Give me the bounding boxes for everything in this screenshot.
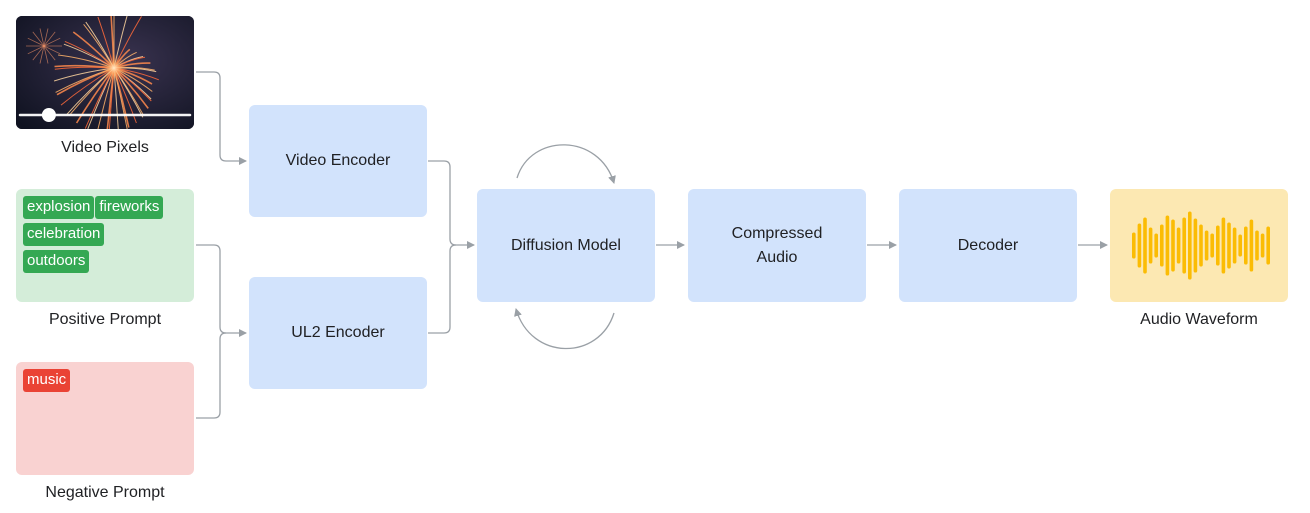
- waveform-bar: [1232, 227, 1237, 264]
- decoder-label: Decoder: [957, 236, 1019, 254]
- firework-streak: [39, 45, 45, 64]
- audio-waveform-label: Audio Waveform: [1140, 311, 1258, 328]
- ul2-encoder-label: UL2 Encoder: [291, 324, 385, 341]
- firework-streak: [43, 31, 56, 47]
- connector-ul2-to-diffusion: [428, 244, 457, 334]
- firework-streak: [43, 45, 61, 55]
- waveform-bar: [1216, 225, 1220, 266]
- decoder-block: Decoder: [899, 189, 1077, 302]
- positive-tag: outdoors: [23, 250, 90, 273]
- waveform-bar: [1260, 233, 1265, 258]
- firework-streak: [43, 45, 56, 61]
- firework-streak: [27, 37, 45, 47]
- video-thumbnail: [16, 16, 194, 129]
- waveform-bar: [1244, 226, 1248, 265]
- waveform-bar: [1148, 227, 1153, 264]
- waveform-bar: [1137, 223, 1142, 268]
- negative-prompt-label: Negative Prompt: [45, 484, 165, 501]
- waveform-bar: [1199, 224, 1203, 267]
- waveform-bar: [1176, 227, 1181, 264]
- waveform-bar: [1188, 211, 1192, 280]
- waveform-bar: [1160, 224, 1164, 267]
- firework-streak: [39, 28, 45, 47]
- waveform-bar: [1193, 218, 1198, 273]
- waveform-bar: [1255, 230, 1259, 261]
- waveform-bar: [1171, 219, 1175, 272]
- firework-streak: [43, 45, 49, 64]
- positive-prompt-label: Positive Prompt: [48, 311, 162, 328]
- diffusion-model-label: Diffusion Model: [511, 236, 621, 254]
- compressed-audio-label: Compressed Audio: [731, 224, 823, 266]
- firework-streak: [27, 45, 45, 55]
- firework-streak: [43, 28, 49, 47]
- waveform-bar: [1210, 233, 1214, 258]
- negative-tag: music: [23, 369, 71, 392]
- waveform-icon: [1132, 211, 1270, 280]
- negative-prompt-box: music: [16, 362, 194, 475]
- compressed-audio-block: Compressed Audio: [688, 189, 866, 302]
- waveform-bar: [1227, 222, 1231, 269]
- positive-tag: fireworks: [95, 196, 164, 219]
- video-encoder-block: Video Encoder: [249, 105, 427, 217]
- waveform-bar: [1165, 215, 1170, 276]
- connector-negative-to-ul2: [196, 332, 227, 419]
- connector-video-to-encoder: [196, 71, 247, 165]
- waveform-bar: [1182, 217, 1186, 274]
- loop-arrow-top: [516, 144, 616, 184]
- waveform-bar: [1143, 217, 1147, 274]
- audio-waveform-box: [1110, 189, 1288, 302]
- firework-streak: [43, 37, 61, 47]
- connector-video-encoder-to-diffusion: [428, 160, 475, 249]
- waveform-bar: [1238, 234, 1242, 257]
- video-scrub-knob: [41, 108, 56, 122]
- waveform-bar: [1132, 232, 1136, 259]
- positive-tag: explosion: [23, 196, 95, 219]
- positive-tag: celebration: [23, 223, 105, 246]
- waveform-bar: [1221, 217, 1226, 274]
- video-encoder-label: Video Encoder: [285, 152, 391, 169]
- waveform-bar: [1154, 233, 1158, 258]
- video-pixels-label: Video Pixels: [61, 139, 149, 156]
- waveform-bar: [1204, 230, 1209, 261]
- fireworks-image: [16, 16, 194, 129]
- ul2-encoder-block: UL2 Encoder: [249, 277, 427, 389]
- diffusion-model-block: Diffusion Model: [477, 189, 655, 302]
- firework-streak: [32, 45, 45, 61]
- loop-arrow-bottom: [514, 308, 615, 350]
- firework-streak: [32, 31, 45, 47]
- waveform-bar: [1249, 219, 1254, 272]
- waveform-bar: [1266, 226, 1270, 265]
- connector-positive-to-ul2: [196, 244, 247, 337]
